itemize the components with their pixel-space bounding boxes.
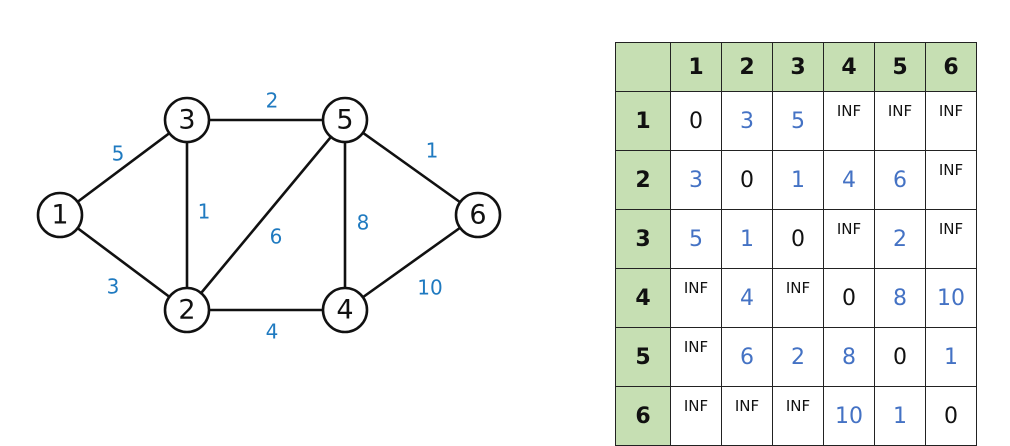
matrix-cell: 5 (670, 209, 722, 269)
edge-1-2 (59, 213, 188, 312)
node-label: 6 (469, 200, 486, 231)
matrix-cell: 6 (874, 150, 926, 210)
matrix-col-header: 1 (670, 42, 722, 92)
matrix-col-header: 3 (772, 42, 824, 92)
node-5: 5 (321, 96, 369, 144)
matrix-cell: INF (670, 268, 722, 328)
matrix-cell: 8 (823, 327, 875, 387)
matrix-cell: 8 (874, 268, 926, 328)
matrix-row-header: 2 (615, 150, 671, 210)
matrix-cell: 1 (874, 386, 926, 446)
matrix-cell: 0 (772, 209, 824, 269)
matrix-col-header: 4 (823, 42, 875, 92)
matrix-cell: 3 (670, 150, 722, 210)
edge-2-5 (186, 119, 346, 311)
edge-weight-label: 8 (357, 211, 370, 235)
node-1: 1 (36, 191, 84, 239)
matrix-row-header: 1 (615, 91, 671, 151)
edge-weight-label: 1 (198, 200, 211, 224)
node-3: 3 (163, 96, 211, 144)
edge-5-6 (344, 118, 479, 217)
matrix-cell: 4 (721, 268, 773, 328)
edges-layer: 5 3 2 1 6 4 8 1 10 (59, 89, 479, 344)
matrix-cell: 0 (874, 327, 926, 387)
matrix-row-header: 5 (615, 327, 671, 387)
nodes-layer: 1 2 3 4 5 6 (36, 96, 502, 334)
edge-weight-label: 3 (107, 275, 120, 299)
matrix-cell: 0 (925, 386, 977, 446)
node-label: 2 (178, 295, 195, 326)
weighted-graph: 5 3 2 1 6 4 8 1 10 1 2 3 4 5 6 (36, 89, 502, 344)
edge-1-3 (59, 118, 188, 217)
matrix-cell: 10 (925, 268, 977, 328)
edge-weight-label: 10 (417, 276, 442, 300)
matrix-cell: INF (670, 386, 722, 446)
matrix-cell: 0 (670, 91, 722, 151)
edge-weight-label: 2 (266, 89, 279, 113)
node-circle (36, 191, 84, 239)
matrix-col-header: 6 (925, 42, 977, 92)
matrix-cell: 4 (823, 150, 875, 210)
matrix-col-header: 2 (721, 42, 773, 92)
node-label: 5 (336, 105, 353, 136)
matrix-corner-cell (615, 42, 671, 92)
matrix-cell: 1 (721, 209, 773, 269)
matrix-header-row: 1 2 3 4 5 6 (615, 42, 977, 92)
node-circle (163, 96, 211, 144)
node-6: 6 (454, 191, 502, 239)
matrix-cell: INF (925, 150, 977, 210)
matrix-cell: 1 (772, 150, 824, 210)
matrix-cell: 1 (925, 327, 977, 387)
matrix-cell: 0 (823, 268, 875, 328)
node-label: 3 (178, 105, 195, 136)
matrix-cell: INF (874, 91, 926, 151)
matrix-cell: 5 (772, 91, 824, 151)
matrix-cell: INF (772, 386, 824, 446)
node-circle (454, 191, 502, 239)
node-label: 4 (336, 295, 353, 326)
matrix-row-header: 4 (615, 268, 671, 328)
edge-weight-label: 1 (426, 139, 439, 163)
matrix-cell: 2 (772, 327, 824, 387)
matrix-cell: INF (823, 209, 875, 269)
node-label: 1 (51, 200, 68, 231)
node-2: 2 (163, 286, 211, 334)
edge-weight-label: 6 (270, 225, 283, 249)
matrix-cell: INF (925, 209, 977, 269)
node-circle (321, 96, 369, 144)
matrix-cell: 0 (721, 150, 773, 210)
node-circle (321, 286, 369, 334)
matrix-cell: INF (721, 386, 773, 446)
matrix-cell: INF (670, 327, 722, 387)
matrix-col-header: 5 (874, 42, 926, 92)
edge-4-6 (344, 213, 479, 312)
matrix-cell: INF (925, 91, 977, 151)
matrix-cell: INF (772, 268, 824, 328)
node-4: 4 (321, 286, 369, 334)
matrix-row-header: 6 (615, 386, 671, 446)
matrix-cell: 3 (721, 91, 773, 151)
node-circle (163, 286, 211, 334)
matrix-cell: 2 (874, 209, 926, 269)
edge-weight-label: 5 (112, 142, 125, 166)
matrix-cell: INF (823, 91, 875, 151)
matrix-cell: 6 (721, 327, 773, 387)
edge-weight-label: 4 (266, 320, 279, 344)
matrix-cell: 10 (823, 386, 875, 446)
matrix-row-header: 3 (615, 209, 671, 269)
